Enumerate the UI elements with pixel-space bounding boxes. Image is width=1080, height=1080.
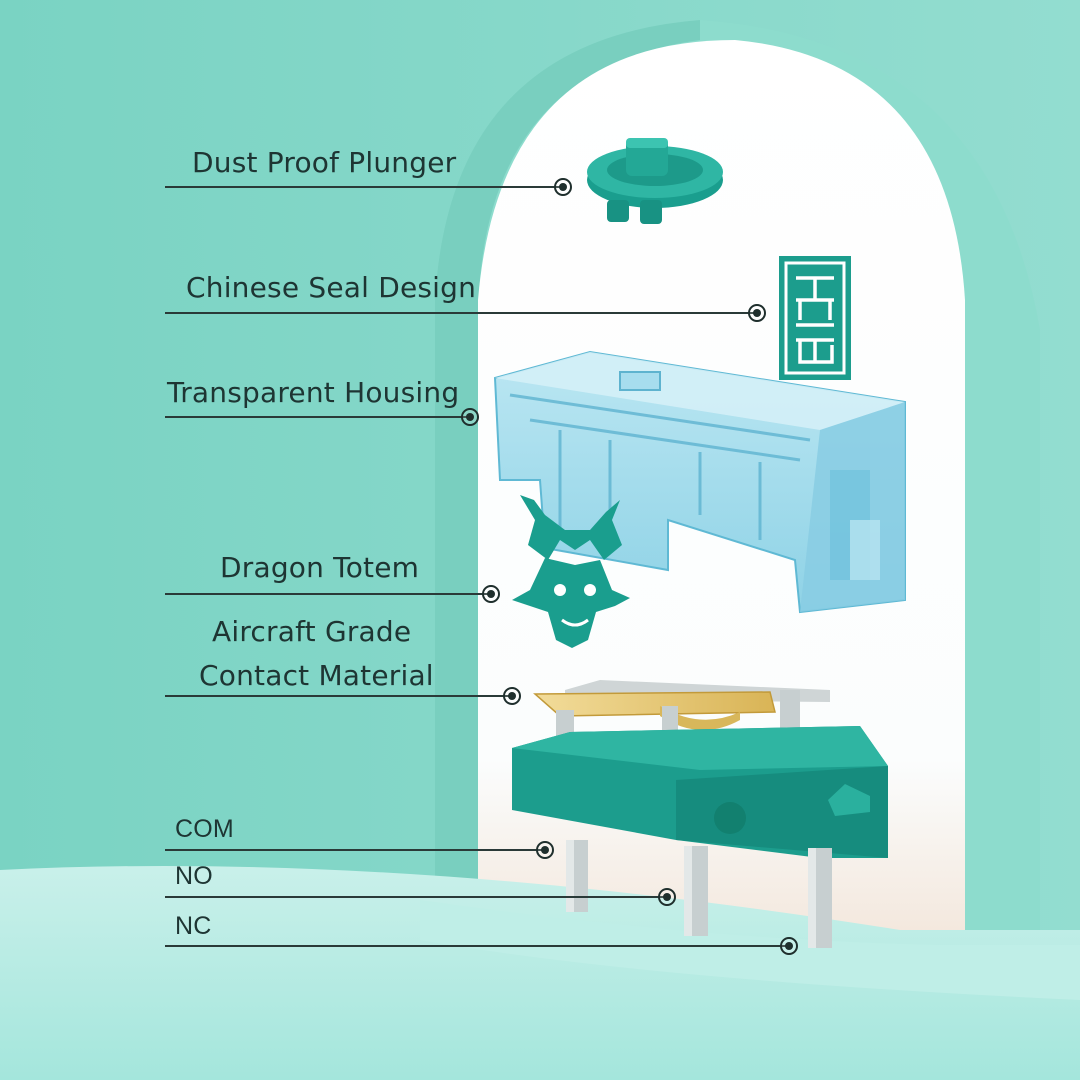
switch-base — [512, 726, 888, 948]
leader-line-contact — [165, 695, 512, 697]
marker-nc — [780, 937, 798, 955]
marker-no — [658, 888, 676, 906]
leader-line-com — [165, 849, 545, 851]
leader-line-nc — [165, 945, 789, 947]
label-contact-line-2: Contact Material — [199, 659, 434, 692]
label-com: COM — [175, 815, 234, 843]
leader-line-dragon — [165, 593, 491, 595]
leader-line-housing — [165, 416, 470, 418]
marker-dragon — [482, 585, 500, 603]
plunger — [587, 138, 723, 224]
marker-com — [536, 841, 554, 859]
label-nc: NC — [175, 912, 212, 940]
leader-line-no — [165, 896, 667, 898]
label-dragon-totem: Dragon Totem — [220, 551, 420, 584]
label-contact-line-1: Aircraft Grade — [212, 615, 412, 648]
label-chinese-seal-design: Chinese Seal Design — [186, 271, 477, 304]
floor-step — [420, 900, 1080, 1000]
leader-line-plunger — [165, 186, 563, 188]
dragon-totem — [512, 495, 630, 648]
arch-frame-shade — [435, 20, 700, 900]
marker-contact — [503, 687, 521, 705]
marker-plunger — [554, 178, 572, 196]
label-dust-proof-plunger: Dust Proof Plunger — [192, 146, 457, 179]
label-transparent-housing: Transparent Housing — [167, 376, 460, 409]
seal-stamp — [779, 256, 851, 380]
label-no: NO — [175, 862, 213, 890]
leader-line-seal — [165, 312, 757, 314]
marker-seal — [748, 304, 766, 322]
marker-housing — [461, 408, 479, 426]
